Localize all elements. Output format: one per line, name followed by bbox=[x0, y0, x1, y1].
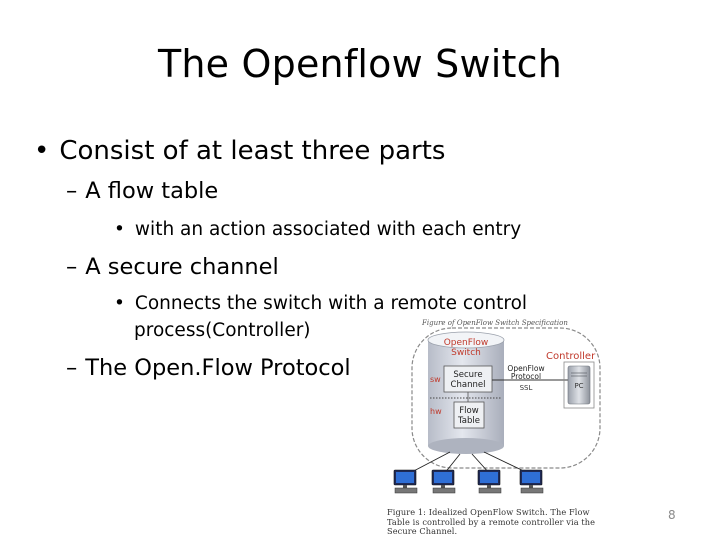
sw-label: sw bbox=[430, 375, 441, 384]
ssl-label: SSL bbox=[520, 384, 533, 392]
host-computer-icon bbox=[393, 469, 418, 494]
host-computer-icon bbox=[431, 469, 456, 494]
flow-table-label: Flow bbox=[459, 406, 478, 416]
switch-label-line2: Switch bbox=[451, 348, 481, 358]
secure-channel-box bbox=[443, 365, 493, 393]
switch-cylinder bbox=[427, 331, 505, 454]
host-computer-icon bbox=[477, 469, 502, 494]
detail-flow-table: • with an action associated with each ent… bbox=[114, 216, 521, 243]
protocol-label: OpenFlow bbox=[507, 364, 544, 373]
host-computer-icon bbox=[519, 469, 544, 494]
figure-caption: Figure 1: Idealized OpenFlow Switch. The… bbox=[387, 507, 596, 537]
protocol-label-line2: Protocol bbox=[511, 372, 541, 381]
secure-channel-label: Secure bbox=[453, 370, 482, 380]
flow-table-label-line2: Table bbox=[457, 416, 480, 426]
figure-frame bbox=[411, 327, 601, 469]
detail-text-continued: process(Controller) bbox=[134, 320, 311, 341]
sub-bullet-text: A flow table bbox=[85, 178, 219, 204]
pc-tower-icon bbox=[567, 365, 591, 405]
pc-box bbox=[563, 361, 595, 409]
pc-label: PC bbox=[574, 382, 583, 390]
bullet-text: Consist of at least three parts bbox=[59, 136, 446, 166]
figure-header: Figure of OpenFlow Switch Specification bbox=[421, 319, 568, 327]
dash-marker: – bbox=[66, 254, 78, 280]
switch-label: OpenFlow bbox=[444, 338, 489, 348]
dash-marker: – bbox=[66, 355, 78, 381]
sub-bullet-text: The Open.Flow Protocol bbox=[85, 355, 351, 381]
bullet-marker: • bbox=[114, 293, 125, 314]
host-links bbox=[407, 451, 531, 475]
sub-bullet-text: A secure channel bbox=[85, 254, 279, 280]
flow-table-box bbox=[453, 401, 485, 429]
bullet-marker: • bbox=[34, 136, 50, 166]
sub-bullet-flow-table: –A flow table bbox=[66, 178, 218, 204]
hw-label: hw bbox=[430, 407, 442, 416]
controller-label: Controller bbox=[546, 351, 596, 362]
bullet-marker: • bbox=[114, 219, 125, 240]
bullet-consist: • Consist of at least three parts bbox=[34, 136, 445, 166]
dash-marker: – bbox=[66, 178, 78, 204]
page-title: The Openflow Switch bbox=[157, 42, 563, 86]
page-number: 8 bbox=[668, 508, 676, 522]
sub-bullet-secure-channel: –A secure channel bbox=[66, 254, 279, 280]
detail-text: with an action associated with each entr… bbox=[134, 219, 522, 240]
openflow-switch-figure: Figure of OpenFlow Switch Specification … bbox=[393, 319, 601, 494]
detail-secure-channel: • Connects the switch with a remote contr… bbox=[114, 290, 527, 344]
sub-bullet-openflow-protocol: –The Open.Flow Protocol bbox=[66, 355, 351, 381]
detail-text: Connects the switch with a remote contro… bbox=[134, 293, 528, 314]
secure-channel-label-line2: Channel bbox=[451, 380, 486, 390]
